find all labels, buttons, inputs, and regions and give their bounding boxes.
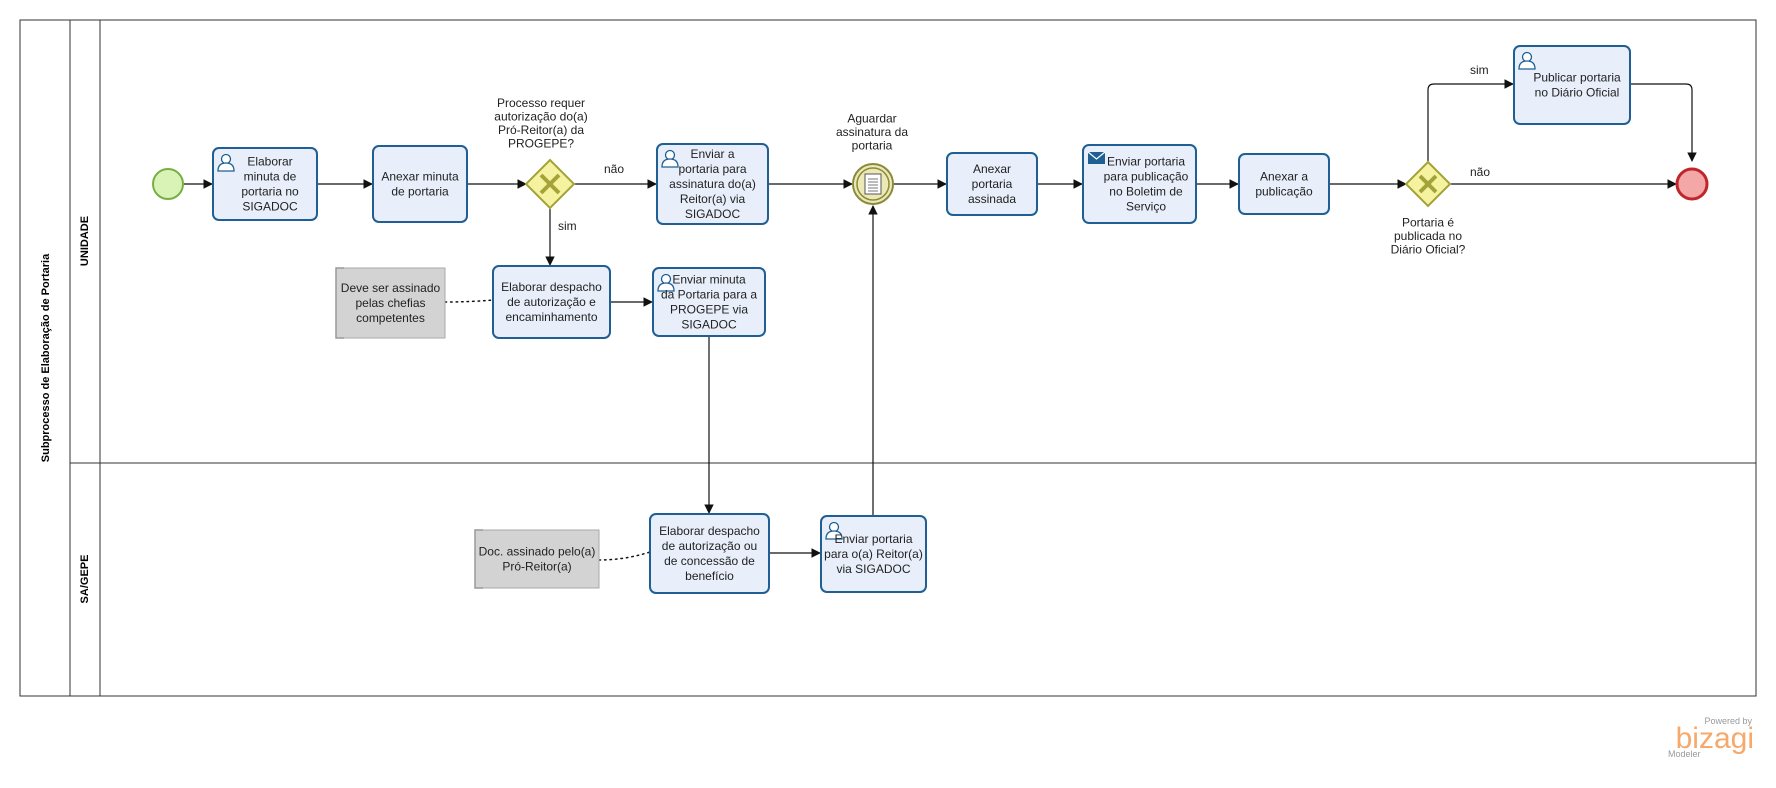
user-icon xyxy=(661,149,679,168)
flow-gateway-sim-publicar xyxy=(1427,79,1514,162)
annotation-pro-reitor: Doc. assinado pelo(a)Pró-Reitor(a) xyxy=(474,529,600,589)
end-event[interactable] xyxy=(1675,167,1709,201)
gateway-diario[interactable] xyxy=(1404,160,1452,208)
modeler-text: Modeler xyxy=(1668,749,1701,759)
user-icon xyxy=(1518,51,1536,70)
flow-publicar-to-end xyxy=(1630,83,1697,162)
flow-label-sim-2: sim xyxy=(1470,63,1489,77)
intermediate-event-aguardar[interactable] xyxy=(852,163,894,205)
sequence-flows xyxy=(182,79,1697,558)
gateway-progepe[interactable] xyxy=(524,158,576,210)
svg-text:Doc. assinado pelo(a)Pró-Reito: Doc. assinado pelo(a)Pró-Reitor(a) xyxy=(479,545,596,574)
start-event[interactable] xyxy=(152,168,184,200)
lane-label-sagepe: SA/GEPE xyxy=(79,555,91,604)
x-icon xyxy=(1418,174,1438,194)
flow-label-nao-2: não xyxy=(1470,165,1490,179)
user-icon xyxy=(825,521,843,540)
lane-label-unidade: UNIDADE xyxy=(79,216,91,266)
powered-by-text: Powered by xyxy=(1704,716,1752,726)
bizagi-branding: Powered by bizagi Modeler xyxy=(1668,716,1754,759)
flow-label-sim-1: sim xyxy=(558,219,577,233)
x-icon xyxy=(539,173,561,195)
user-icon xyxy=(217,153,235,172)
document-icon xyxy=(864,173,882,195)
pool: Subprocesso de Elaboração de Portaria UN… xyxy=(19,19,1757,697)
pool-title: Subprocesso de Elaboração de Portaria xyxy=(40,253,52,462)
bizagi-logo: bizagi xyxy=(1676,722,1754,755)
flow-label-nao-1: não xyxy=(604,162,624,176)
associations xyxy=(444,299,651,561)
user-icon xyxy=(657,273,675,292)
envelope-icon xyxy=(1087,151,1106,164)
annotation-text: Doc. assinado pelo(a)Pró-Reitor(a) xyxy=(479,545,596,574)
